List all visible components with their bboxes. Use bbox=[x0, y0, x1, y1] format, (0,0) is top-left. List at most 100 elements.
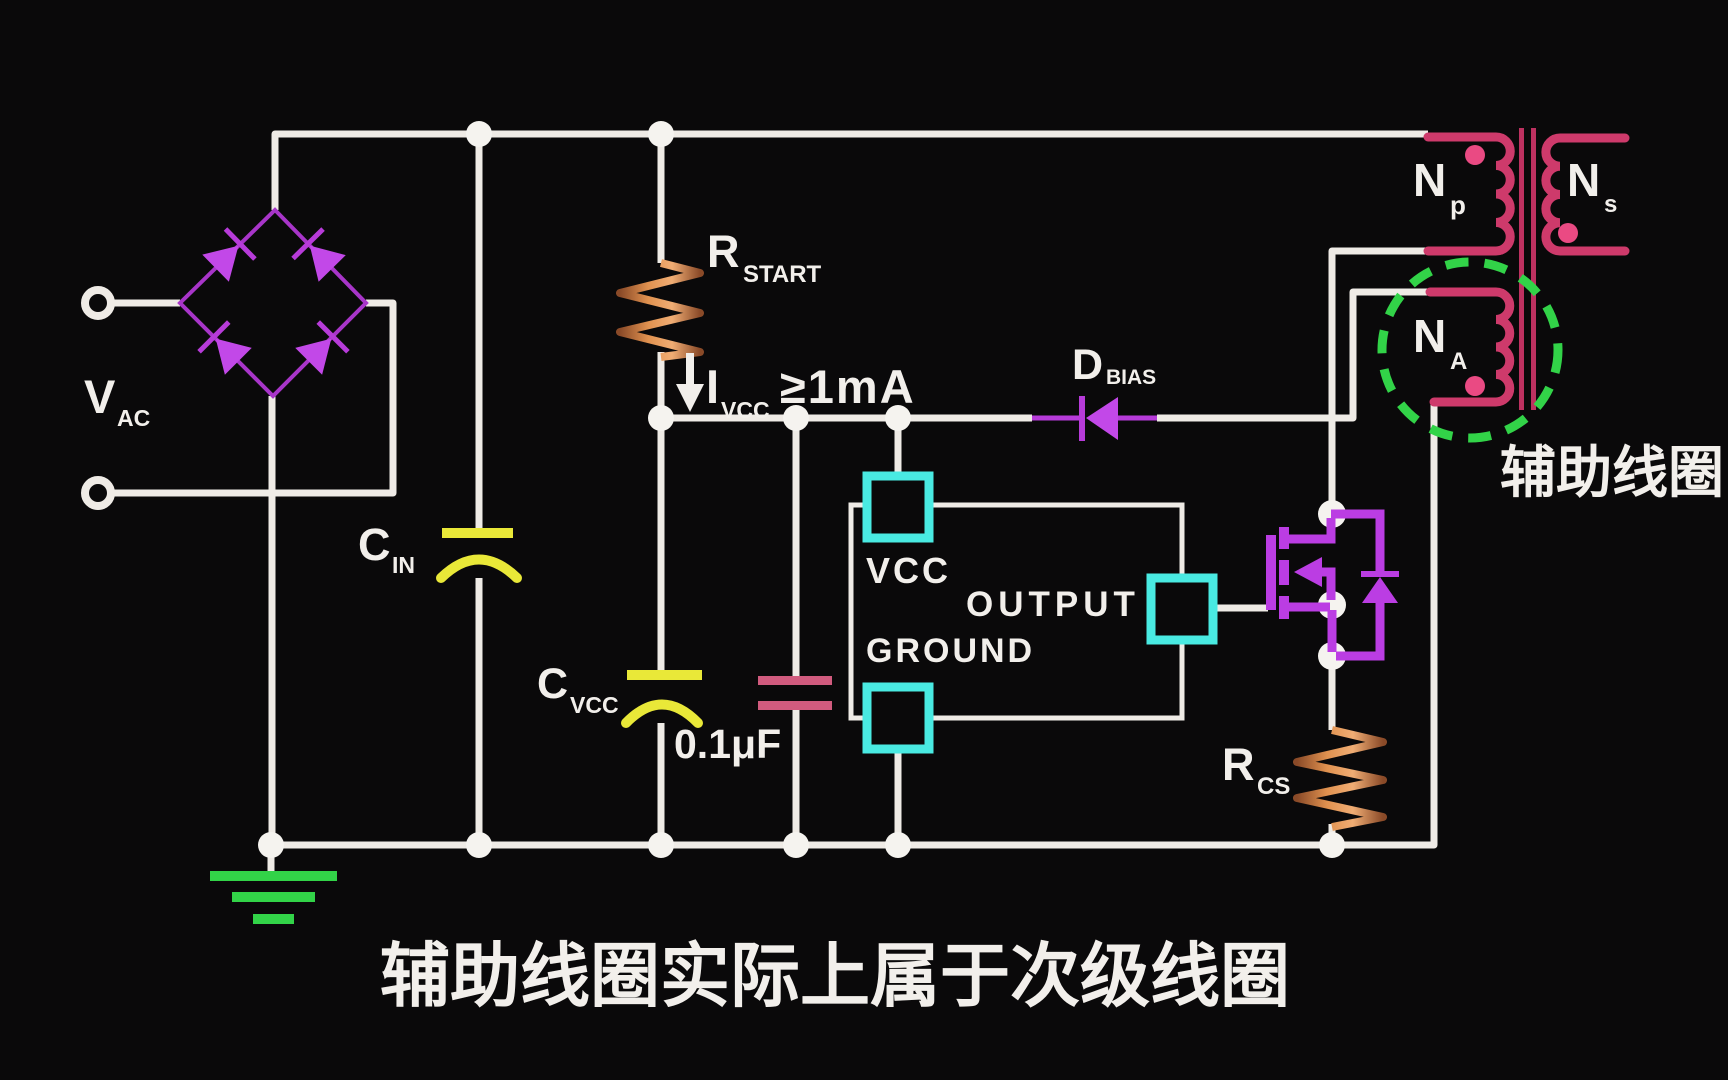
bridge-diode-bottom-left bbox=[197, 320, 252, 375]
ic-pin-output bbox=[1146, 573, 1218, 645]
cvcc-value: 0.1μF bbox=[674, 721, 781, 767]
cvcc-arc bbox=[621, 699, 703, 728]
cin-arc bbox=[436, 554, 522, 583]
caption-text: 辅助线圈实际上属于次级线圈 bbox=[380, 937, 1290, 1015]
ic-pin-vcc bbox=[862, 471, 934, 543]
rcs-label: R bbox=[1222, 739, 1255, 790]
bridge-rectifier bbox=[177, 207, 369, 399]
transformer: N p N s N A bbox=[1413, 128, 1630, 410]
core-line-left bbox=[1519, 128, 1524, 410]
cvcc-plate bbox=[627, 670, 702, 680]
cin-label-sub: IN bbox=[392, 552, 415, 578]
node-source-bottom bbox=[1318, 642, 1346, 670]
body-diode-triangle bbox=[1362, 577, 1398, 603]
node bbox=[783, 405, 809, 431]
bridge-diode-top-right bbox=[291, 227, 346, 282]
ivcc-condition: ≥1mA bbox=[780, 360, 916, 413]
ground-symbol bbox=[210, 871, 337, 924]
bypass-plate-top bbox=[758, 676, 832, 685]
ns-label: N bbox=[1567, 154, 1600, 206]
node bbox=[466, 121, 492, 147]
mosfet-body-arrow bbox=[1294, 557, 1322, 587]
vac-label-sub: AC bbox=[117, 405, 150, 431]
resistor-rstart: R START bbox=[616, 226, 822, 361]
ic-pin-ground bbox=[862, 682, 934, 754]
cvcc-label-sub: VCC bbox=[570, 692, 619, 718]
winding-na bbox=[1425, 287, 1515, 407]
resistor-rcs: R CS bbox=[1222, 726, 1387, 831]
rcs-zigzag bbox=[1293, 726, 1387, 831]
core-line-right bbox=[1531, 128, 1536, 410]
vac-label: V bbox=[84, 370, 116, 423]
mosfet-body-link bbox=[1318, 567, 1336, 600]
bypass-plate-bottom bbox=[758, 701, 832, 710]
terminal-top bbox=[81, 286, 115, 320]
body-diode-branch-bottom bbox=[1336, 602, 1385, 661]
ground-bar-2 bbox=[232, 892, 315, 902]
node bbox=[466, 832, 492, 858]
na-phase-dot bbox=[1465, 376, 1485, 396]
mosfet-drain-link bbox=[1284, 518, 1336, 544]
node bbox=[648, 121, 674, 147]
cap-cin: C IN bbox=[358, 519, 522, 583]
node bbox=[885, 405, 911, 431]
ivcc-arrow-head bbox=[676, 384, 704, 412]
ac-input: V AC bbox=[81, 286, 150, 510]
na-label-sub: A bbox=[1450, 348, 1467, 375]
mosfet-gate-bar bbox=[1266, 535, 1276, 610]
bridge-diamond bbox=[177, 207, 369, 399]
rstart-label: R bbox=[707, 226, 740, 277]
node-source bbox=[1318, 591, 1346, 619]
diode-dbias: D BIAS bbox=[1032, 341, 1157, 441]
node bbox=[648, 832, 674, 858]
cap-bypass bbox=[758, 676, 832, 710]
dbias-label-sub: BIAS bbox=[1106, 366, 1156, 389]
mosfet-channel-mid bbox=[1279, 560, 1289, 585]
mosfet bbox=[1266, 509, 1399, 661]
na-label: N bbox=[1413, 310, 1446, 362]
cvcc-label: C bbox=[537, 660, 568, 708]
ivcc-annotation: I VCC ≥1mA bbox=[676, 353, 916, 423]
wire-dbias-to-na bbox=[1157, 288, 1430, 422]
body-diode-branch-top bbox=[1331, 509, 1385, 574]
dbias-triangle bbox=[1086, 397, 1118, 440]
ns-label-sub: s bbox=[1604, 191, 1617, 218]
ivcc-label: I bbox=[706, 360, 719, 413]
wire-np-to-drain bbox=[1328, 247, 1428, 514]
np-label: N bbox=[1413, 154, 1446, 206]
terminal-bottom bbox=[81, 476, 115, 510]
ns-phase-dot bbox=[1558, 223, 1578, 243]
winding-np bbox=[1423, 132, 1515, 256]
ic-label-output: OUTPUT bbox=[966, 585, 1140, 624]
dbias-cathode-bar bbox=[1079, 396, 1085, 441]
ic-label-ground: GROUND bbox=[866, 632, 1035, 670]
node bbox=[783, 832, 809, 858]
ground-bar-1 bbox=[210, 871, 337, 881]
rstart-label-sub: START bbox=[743, 261, 822, 288]
controller-ic: VCC OUTPUT GROUND bbox=[848, 471, 1218, 754]
node bbox=[885, 832, 911, 858]
bridge-diode-top-left bbox=[202, 227, 257, 282]
aux-winding-highlight-circle bbox=[1377, 257, 1563, 443]
wire-top-rail bbox=[271, 130, 1428, 210]
bridge-diode-bottom-right bbox=[295, 320, 350, 375]
wire-vac-bottom bbox=[113, 299, 397, 497]
np-label-sub: p bbox=[1450, 190, 1466, 220]
cin-plate bbox=[442, 528, 513, 538]
ground-bar-3 bbox=[253, 914, 294, 924]
cap-cvcc: C VCC 0.1μF bbox=[537, 660, 781, 767]
winding-ns bbox=[1541, 133, 1630, 256]
np-phase-dot bbox=[1465, 145, 1485, 165]
cin-label: C bbox=[358, 519, 391, 570]
node bbox=[648, 405, 674, 431]
rstart-zigzag bbox=[616, 259, 704, 361]
ivcc-label-sub: VCC bbox=[721, 397, 770, 423]
ic-label-vcc: VCC bbox=[866, 550, 951, 591]
node bbox=[258, 832, 284, 858]
junction-nodes bbox=[258, 121, 1346, 858]
aux-winding-label: 辅助线圈 bbox=[1500, 441, 1724, 504]
rcs-label-sub: CS bbox=[1257, 773, 1290, 800]
node bbox=[1319, 832, 1345, 858]
